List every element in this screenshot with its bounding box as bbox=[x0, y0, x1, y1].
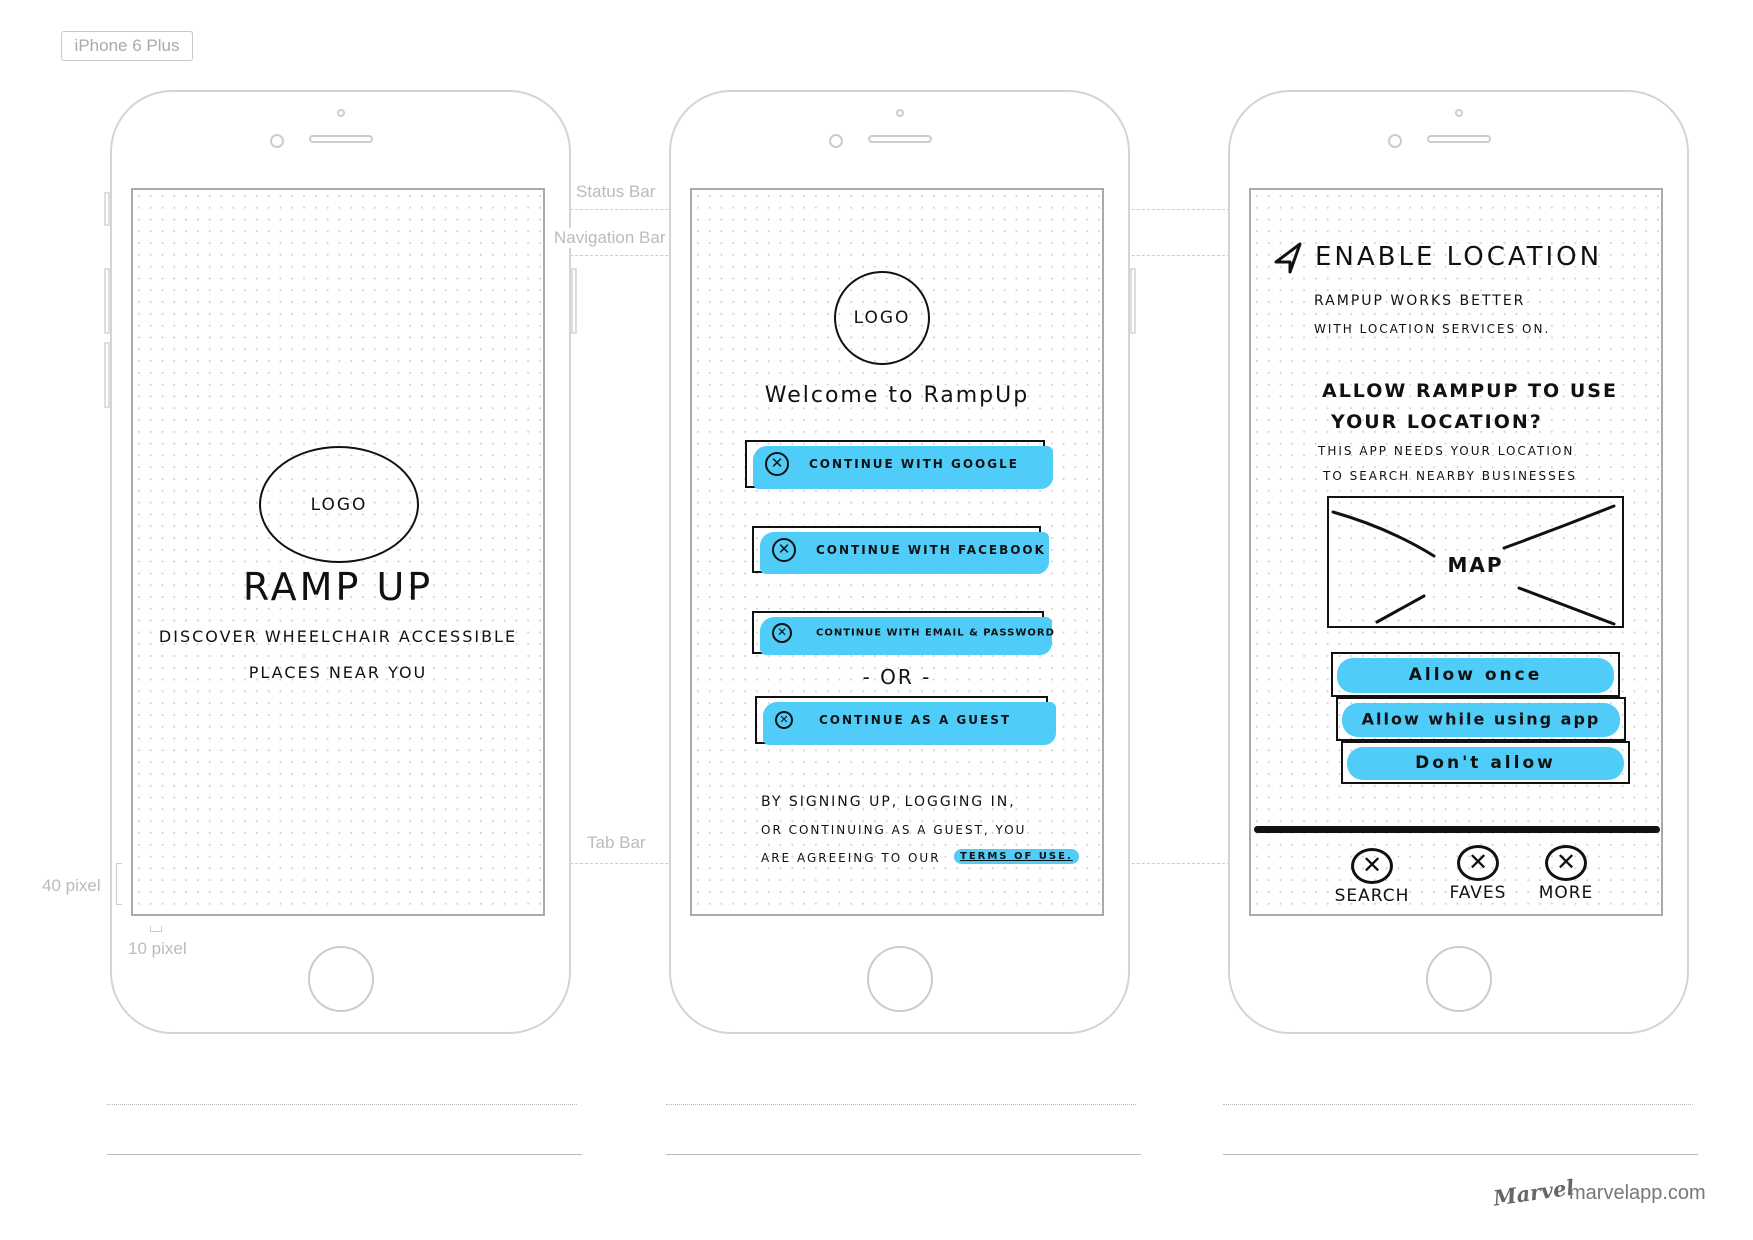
enable-location-title: Enable Location bbox=[1315, 242, 1603, 272]
logo-placeholder: LOGO bbox=[259, 446, 419, 563]
note-line bbox=[107, 1104, 577, 1105]
tab-bar-divider bbox=[1254, 826, 1660, 833]
device-label: iPhone 6 Plus bbox=[61, 31, 193, 61]
note-line bbox=[666, 1154, 1141, 1155]
or-divider: - OR - bbox=[862, 665, 932, 689]
faves-tab-icon: ✕ bbox=[1457, 845, 1499, 881]
location-screen: Enable Location RampUp works better with… bbox=[1249, 188, 1663, 916]
email-icon: ✕ bbox=[772, 622, 792, 643]
map-placeholder: MAP bbox=[1327, 496, 1624, 628]
terms-line-2: or continuing as a guest, you bbox=[761, 823, 1027, 837]
phone-frame-splash: LOGO Ramp Up Discover wheelchair accessi… bbox=[104, 90, 577, 1034]
home-button[interactable] bbox=[867, 946, 933, 1012]
allow-while-using-button[interactable]: Allow while using app bbox=[1336, 697, 1626, 741]
allow-once-button[interactable]: Allow once bbox=[1331, 652, 1620, 697]
tab-bar-label: Tab Bar bbox=[585, 833, 648, 853]
search-tab-icon: ✕ bbox=[1351, 848, 1393, 884]
home-button[interactable] bbox=[308, 946, 374, 1012]
facebook-icon: ✕ bbox=[772, 537, 796, 562]
tagline-line-1: Discover wheelchair accessible bbox=[158, 627, 518, 646]
login-screen: LOGO Welcome to RampUp ✕Continue with Go… bbox=[690, 188, 1104, 916]
explain-line-1: This app needs your location bbox=[1318, 444, 1575, 458]
navigation-bar-label: Navigation Bar bbox=[552, 228, 668, 248]
note-line bbox=[1223, 1104, 1693, 1105]
width-label: 10 pixel bbox=[126, 939, 189, 959]
note-line bbox=[1223, 1154, 1698, 1155]
tagline-line-2: places near you bbox=[248, 663, 428, 682]
splash-screen: LOGO Ramp Up Discover wheelchair accessi… bbox=[131, 188, 545, 916]
note-line bbox=[666, 1104, 1136, 1105]
terms-line-1: By signing up, logging in, bbox=[761, 794, 1016, 810]
phone-frame-login: LOGO Welcome to RampUp ✕Continue with Go… bbox=[669, 90, 1136, 1034]
marvel-site-link[interactable]: marvelapp.com bbox=[1569, 1182, 1706, 1204]
dont-allow-button[interactable]: Don't allow bbox=[1341, 741, 1630, 784]
guest-icon: ✕ bbox=[775, 711, 793, 729]
status-bar-label: Status Bar bbox=[574, 182, 658, 202]
height-label: 40 pixel bbox=[40, 876, 103, 896]
terms-line-3: are agreeing to our bbox=[761, 851, 941, 865]
question-line-2: your location? bbox=[1331, 411, 1543, 433]
question-line-1: Allow RampUp to use bbox=[1322, 380, 1618, 402]
tab-more[interactable]: ✕More bbox=[1526, 845, 1606, 903]
phone-frame-location: Enable Location RampUp works better with… bbox=[1228, 90, 1689, 1034]
continue-email-button[interactable]: ✕Continue with Email & Password bbox=[752, 611, 1054, 655]
app-title: Ramp Up bbox=[242, 565, 434, 609]
tab-faves[interactable]: ✕Faves bbox=[1438, 845, 1518, 903]
width-bracket bbox=[150, 926, 162, 932]
height-bracket bbox=[116, 863, 122, 905]
more-tab-icon: ✕ bbox=[1545, 845, 1587, 881]
continue-guest-button[interactable]: ✕Continue as a Guest bbox=[755, 696, 1056, 745]
welcome-heading: Welcome to RampUp bbox=[764, 383, 1030, 408]
tab-search[interactable]: ✕Search bbox=[1332, 848, 1412, 906]
explain-line-2: to search nearby businesses bbox=[1323, 469, 1577, 483]
location-arrow-icon bbox=[1274, 242, 1302, 274]
home-button[interactable] bbox=[1426, 946, 1492, 1012]
subtitle-line-1: RampUp works better bbox=[1314, 293, 1526, 309]
marvel-logo: Marvel bbox=[1491, 1174, 1576, 1211]
note-line bbox=[107, 1154, 582, 1155]
google-icon: ✕ bbox=[765, 452, 789, 476]
logo-placeholder: LOGO bbox=[834, 271, 930, 365]
continue-facebook-button[interactable]: ✕Continue with Facebook bbox=[752, 526, 1049, 574]
continue-google-button[interactable]: ✕Continue with Google bbox=[745, 440, 1053, 489]
subtitle-line-2: with location services on. bbox=[1314, 322, 1551, 336]
terms-of-use-link[interactable]: Terms of use. bbox=[954, 849, 1079, 864]
